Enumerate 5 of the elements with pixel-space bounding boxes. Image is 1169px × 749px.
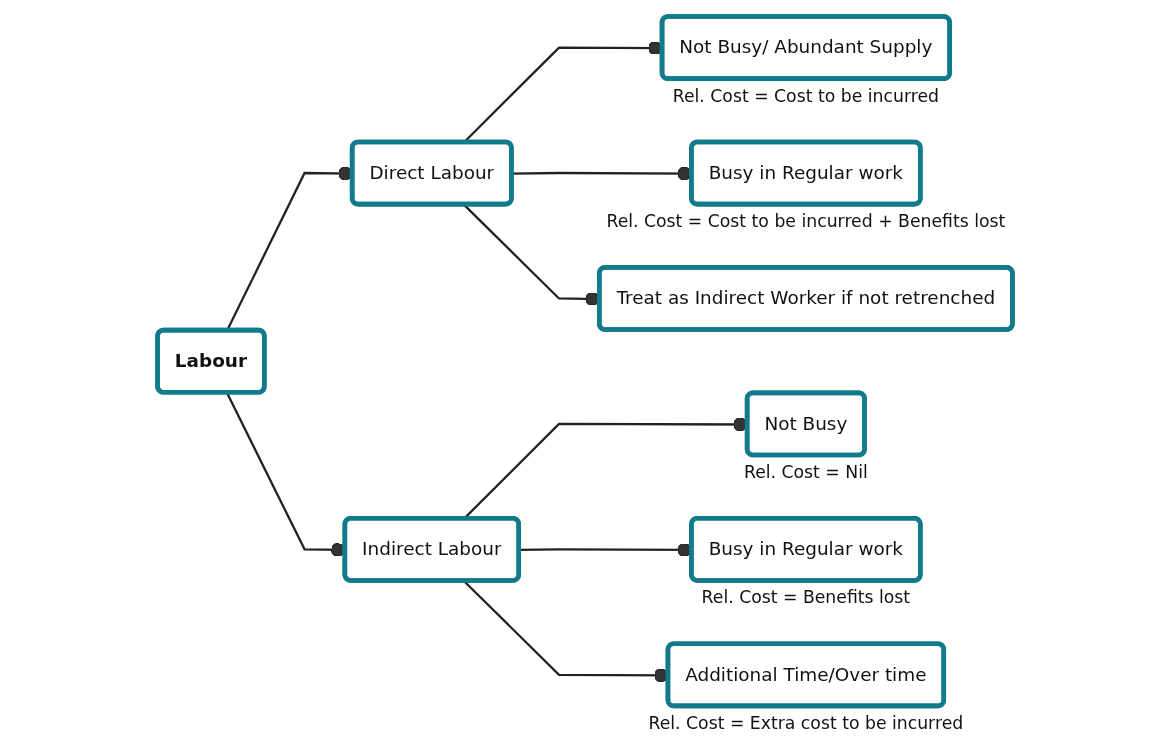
cost-note: Rel. Cost = Cost to be incurred [672,85,939,106]
cost-note: Rel. Cost = Extra cost to be incurred [648,712,963,733]
cost-note: Rel. Cost = Nil [743,461,868,482]
cost-note: Rel. Cost = Cost to be incurred + Benefits lost [605,210,1005,231]
cost-note: Rel. Cost = Benefits lost [701,586,910,607]
